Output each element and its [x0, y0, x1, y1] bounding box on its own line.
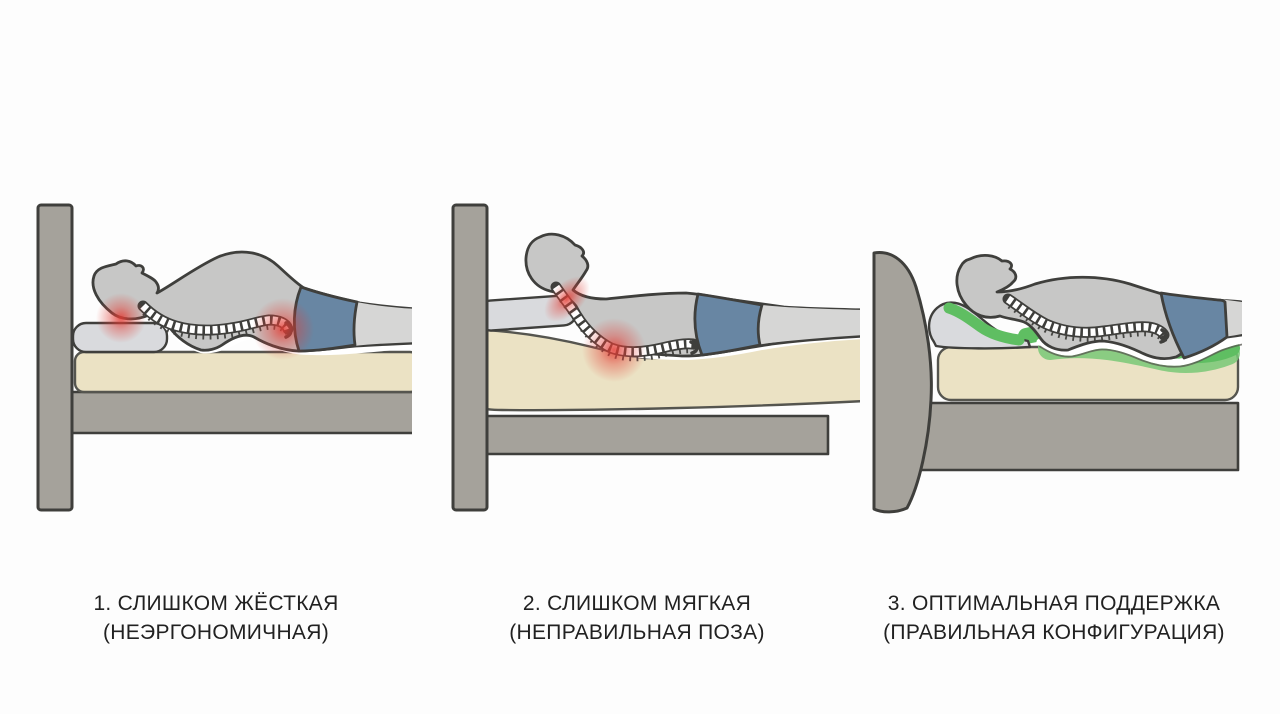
caption-too-hard: 1. СЛИШКОМ ЖЁСТКАЯ (НЕЭРГОНОМИЧНАЯ) [16, 589, 416, 647]
tailbone [689, 340, 699, 355]
illustration-too-soft-mattress [451, 203, 860, 512]
shorts [693, 292, 764, 357]
caption-too-soft: 2. СЛИШКОМ МЯГКАЯ (НЕПРАВИЛЬНАЯ ПОЗА) [428, 589, 846, 647]
headboard-curved [872, 251, 933, 514]
caption-line-2: (НЕПРАВИЛЬНАЯ ПОЗА) [509, 621, 765, 644]
headboard [451, 203, 489, 512]
caption-optimal: 3. ОПТИМАЛЬНАЯ ПОДДЕРЖКА (ПРАВИЛЬНАЯ КОН… [842, 589, 1266, 647]
sleeper-legs [352, 302, 412, 346]
mattress-firm [73, 350, 412, 394]
bed-frame [70, 390, 412, 435]
sheet-gap [1036, 336, 1242, 366]
illustration-optimal-mattress [872, 251, 1242, 514]
caption-line-1: 2. СЛИШКОМ МЯГКАЯ [522, 592, 752, 615]
pain-glow-neck [544, 276, 590, 322]
shorts [1159, 291, 1229, 360]
spine [1002, 293, 1170, 344]
pain-glow-lower-back [582, 318, 646, 382]
pain-glow-lower-back [252, 298, 314, 360]
illustration-too-hard-mattress [36, 203, 412, 512]
caption-line-2: (НЕЭРГОНОМИЧНАЯ) [102, 621, 329, 644]
bed-frame [470, 414, 830, 456]
caption-line-1: 1. СЛИШКОМ ЖЁСТКАЯ [93, 592, 339, 615]
tailbone [1159, 328, 1169, 344]
sleeper-legs [758, 305, 860, 344]
sheet-line [1039, 343, 1242, 368]
pain-glow-neck [96, 293, 146, 343]
support-layer-neck [943, 302, 1025, 346]
bed-frame [903, 401, 1240, 472]
caption-line-2: (ПРАВИЛЬНАЯ КОНФИГУРАЦИЯ) [883, 621, 1225, 644]
headboard [36, 203, 74, 512]
caption-line-1: 3. ОПТИМАЛЬНАЯ ПОДДЕРЖКА [887, 592, 1221, 615]
